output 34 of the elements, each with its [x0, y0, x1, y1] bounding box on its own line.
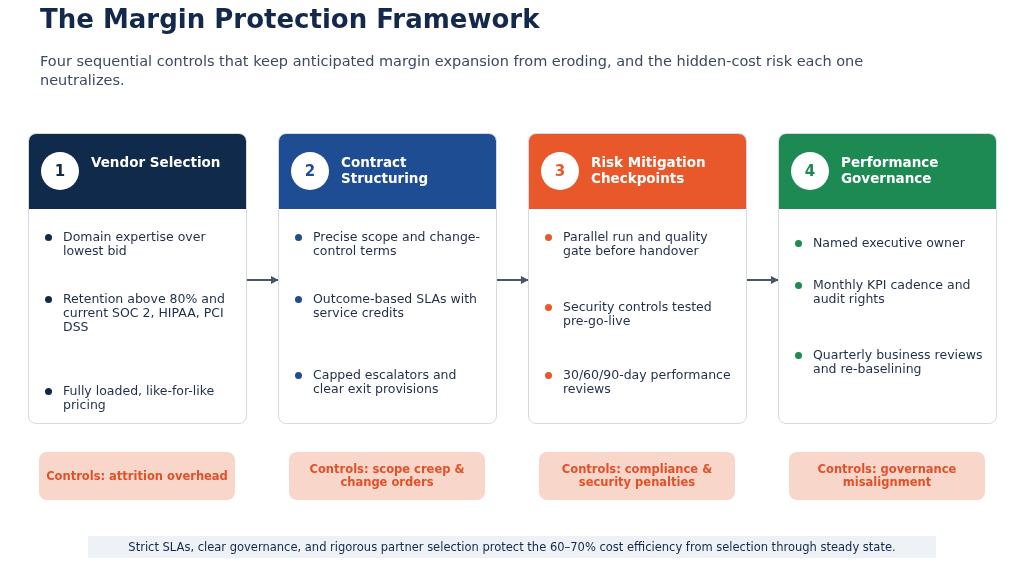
card-title: Vendor Selection	[91, 154, 222, 170]
number-circle: 3	[541, 152, 579, 190]
number-circle: 4	[791, 152, 829, 190]
bullet-text: Fully loaded, like-for-like pricing	[63, 384, 216, 412]
card	[28, 133, 247, 424]
bullet-text: Outcome-based SLAs with service credits	[313, 292, 478, 320]
title: The Margin Protection Framework	[40, 4, 540, 34]
bullet-text: Quarterly business reviews and re-baselining	[813, 348, 984, 376]
caption: Strict SLAs, clear governance, and rigorous partner selection protect the 60–70% cost efficiency from selection through steady state.	[88, 536, 936, 558]
bullet-text: Named executive owner	[813, 236, 966, 250]
controls-box: Controls: scope creep & change orders	[289, 452, 485, 500]
bullet-text: Precise scope and change-control terms	[313, 230, 482, 258]
subtitle: Four sequential controls that keep anticipated margin expansion from eroding, and the hidden-cost risk each one neutralizes.	[40, 52, 865, 90]
bullet-text: Security controls tested pre-go-live	[563, 300, 713, 328]
arrow	[746, 276, 779, 284]
bullet-text: Monthly KPI cadence and audit rights	[813, 278, 972, 306]
card-title: Performance Governance	[841, 154, 940, 186]
number-circle: 1	[41, 152, 79, 190]
card	[528, 133, 747, 424]
arrow	[246, 276, 279, 284]
card	[278, 133, 497, 424]
card-title: Risk Mitigation Checkpoints	[591, 154, 707, 186]
bullet-text: Parallel run and quality gate before handover	[563, 230, 709, 258]
bullet-text: Capped escalators and clear exit provisions	[313, 368, 458, 396]
card	[778, 133, 997, 424]
controls-box: Controls: attrition overhead	[39, 452, 235, 500]
bullet-text: Retention above 80% and current SOC 2, HIPAA, PCI DSS	[63, 292, 226, 334]
controls-box: Controls: governance misalignment	[789, 452, 985, 500]
card-title: Contract Structuring	[341, 154, 430, 186]
arrow	[496, 276, 529, 284]
bullet-text: 30/60/90-day performance reviews	[563, 368, 732, 396]
bullet-text: Domain expertise over lowest bid	[63, 230, 207, 258]
controls-box: Controls: compliance & security penalties	[539, 452, 735, 500]
number-circle: 2	[291, 152, 329, 190]
